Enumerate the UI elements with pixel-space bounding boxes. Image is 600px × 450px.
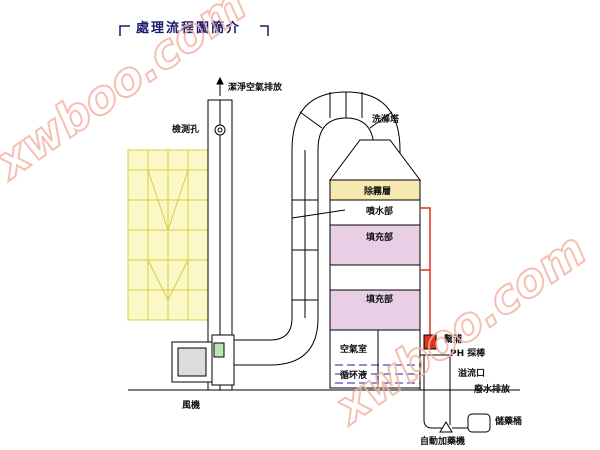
label-tank: 儲藥桶 [494,415,522,427]
fan [171,334,235,386]
label-spray: 噴水部 [366,205,393,217]
label-air-chamber: 空氣室 [340,343,367,355]
label-fan: 風機 [182,399,200,411]
label-ph-probe: PH 探棒 [450,347,486,359]
label-demister: 除霧層 [364,185,391,197]
scrubber-tower [291,139,421,389]
recirculation-pipe [420,207,431,335]
title: 處理流程圖簡介 [136,20,241,36]
title-bracket [119,25,269,36]
dosing-system [423,355,491,433]
duct [232,91,401,366]
label-packing-lower: 填充部 [366,293,393,305]
label-overflow: 溢流口 [458,367,485,379]
label-pump: 幫浦 [444,333,462,345]
label-packing-upper: 填充部 [366,231,393,243]
label-clean-air: 潔淨空氣排放 [228,81,283,93]
scaffold [127,149,209,321]
label-test-port: 檢測孔 [172,123,199,135]
label-doser: 自動加藥機 [420,435,465,447]
label-scrubber: 洗滌塔 [372,113,400,125]
label-drain: 廢水排放 [474,383,511,395]
label-circulating: 循环液 [340,369,368,381]
pump-icon [423,334,437,350]
tank-icon [467,413,491,433]
